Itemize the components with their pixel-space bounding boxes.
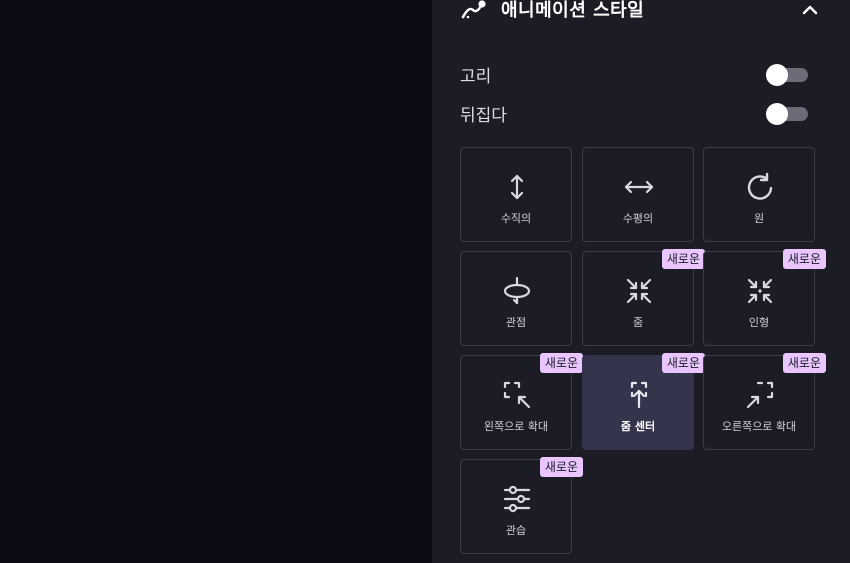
vertical-arrows-icon (502, 172, 532, 202)
canvas-area (0, 0, 432, 563)
tile-label: 오른쪽으로 확대 (721, 420, 797, 433)
tile-label: 원 (753, 212, 765, 225)
new-badge: 새로운 (661, 249, 705, 269)
toggle-knob (766, 64, 788, 86)
toggle-knob (766, 103, 788, 125)
chevron-up-icon[interactable] (798, 0, 822, 20)
style-tile-zoom[interactable]: 줌 새로운 (582, 249, 705, 346)
style-tile-vertical[interactable]: 수직의 (460, 147, 572, 242)
sliders-icon (502, 484, 532, 514)
tile-label: 관점 (505, 316, 527, 329)
zoom-right-icon (745, 380, 775, 410)
tile-label: 줌 센터 (620, 420, 656, 433)
loop-label: 고리 (460, 67, 492, 87)
perspective-icon (502, 276, 532, 306)
style-tile-zoom-left[interactable]: 왼쪽으로 확대 새로운 (460, 353, 583, 450)
loop-toggle[interactable] (766, 64, 810, 86)
new-badge: 새로운 (661, 353, 705, 373)
style-tile-zoom-center[interactable]: 줌 센터 새로운 (582, 353, 705, 450)
section-title: 애니메이션 스타일 (501, 0, 645, 21)
zoom-left-icon (502, 380, 532, 410)
style-tile-custom[interactable]: 관습 새로운 (460, 457, 583, 554)
new-badge: 새로운 (782, 353, 826, 373)
tile-label: 수평의 (622, 212, 654, 225)
style-tile-circle[interactable]: 원 (703, 147, 815, 242)
zoom-in-arrows-icon (624, 276, 654, 306)
loop-toggle-row: 고리 (460, 60, 812, 87)
new-badge: 새로운 (539, 353, 583, 373)
tile-label: 수직의 (500, 212, 532, 225)
section-header[interactable]: 애니메이션 스타일 (432, 0, 850, 24)
style-tile-zoom-right[interactable]: 오른쪽으로 확대 새로운 (703, 353, 826, 450)
flip-toggle[interactable] (766, 103, 810, 125)
flip-toggle-row: 뒤집다 (460, 99, 812, 126)
circle-rotate-icon (745, 172, 775, 202)
tile-label: 줌 (632, 316, 644, 329)
animation-curve-icon (460, 0, 488, 20)
style-tile-doll[interactable]: 인형 새로운 (703, 249, 826, 346)
tile-label: 왼쪽으로 확대 (483, 420, 549, 433)
flip-label: 뒤집다 (460, 106, 507, 126)
tile-label: 인형 (748, 316, 770, 329)
doll-zoom-icon (745, 276, 775, 306)
new-badge: 새로운 (782, 249, 826, 269)
new-badge: 새로운 (539, 457, 583, 477)
horizontal-arrows-icon (624, 172, 654, 202)
zoom-center-icon (624, 380, 654, 410)
tile-label: 관습 (505, 524, 527, 537)
style-tile-perspective[interactable]: 관점 (460, 251, 572, 346)
animation-style-panel: 애니메이션 스타일 고리 뒤집다 수직의 (432, 0, 850, 563)
style-tile-horizontal[interactable]: 수평의 (582, 147, 694, 242)
